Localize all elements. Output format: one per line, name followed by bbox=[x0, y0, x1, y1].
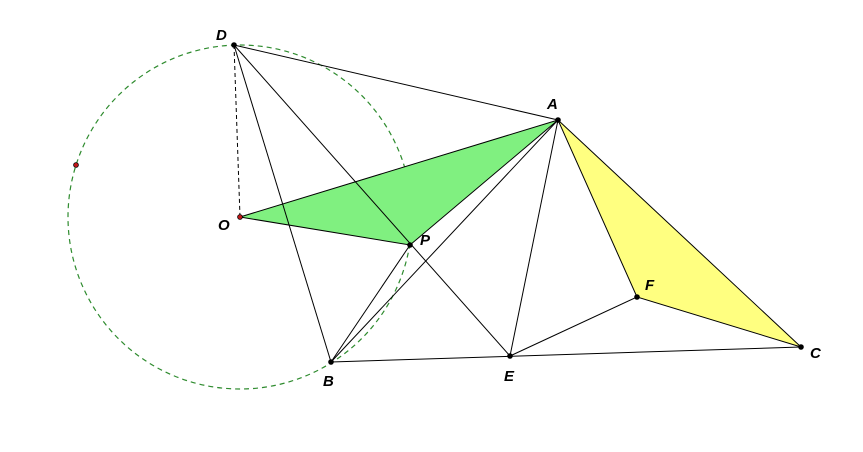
segment-AB bbox=[330, 119, 559, 363]
segment-BC bbox=[330, 346, 802, 363]
label-A: A bbox=[546, 96, 558, 113]
segment-DE bbox=[233, 44, 511, 357]
label-F: F bbox=[645, 277, 655, 294]
point-A bbox=[555, 117, 561, 123]
label-O: O bbox=[218, 217, 230, 234]
point-E bbox=[507, 353, 513, 359]
point-D bbox=[231, 42, 237, 48]
label-B: B bbox=[323, 373, 334, 390]
label-P: P bbox=[420, 232, 431, 249]
label-E: E bbox=[504, 368, 515, 385]
triangle-AFC bbox=[557, 119, 802, 348]
point-C bbox=[798, 344, 804, 350]
segment-DO bbox=[233, 44, 241, 218]
point-B bbox=[328, 359, 334, 365]
point-circle-left bbox=[73, 162, 79, 168]
segment-AE bbox=[509, 119, 559, 357]
segment-BP bbox=[330, 244, 411, 363]
point-F bbox=[634, 294, 640, 300]
point-O bbox=[237, 214, 243, 220]
triangle-AOP bbox=[239, 119, 559, 246]
segment-DB bbox=[233, 44, 332, 363]
point-P bbox=[407, 242, 413, 248]
segment-EF bbox=[509, 296, 638, 357]
segment-DA bbox=[233, 44, 559, 121]
label-D: D bbox=[216, 27, 227, 44]
label-C: C bbox=[810, 345, 822, 362]
